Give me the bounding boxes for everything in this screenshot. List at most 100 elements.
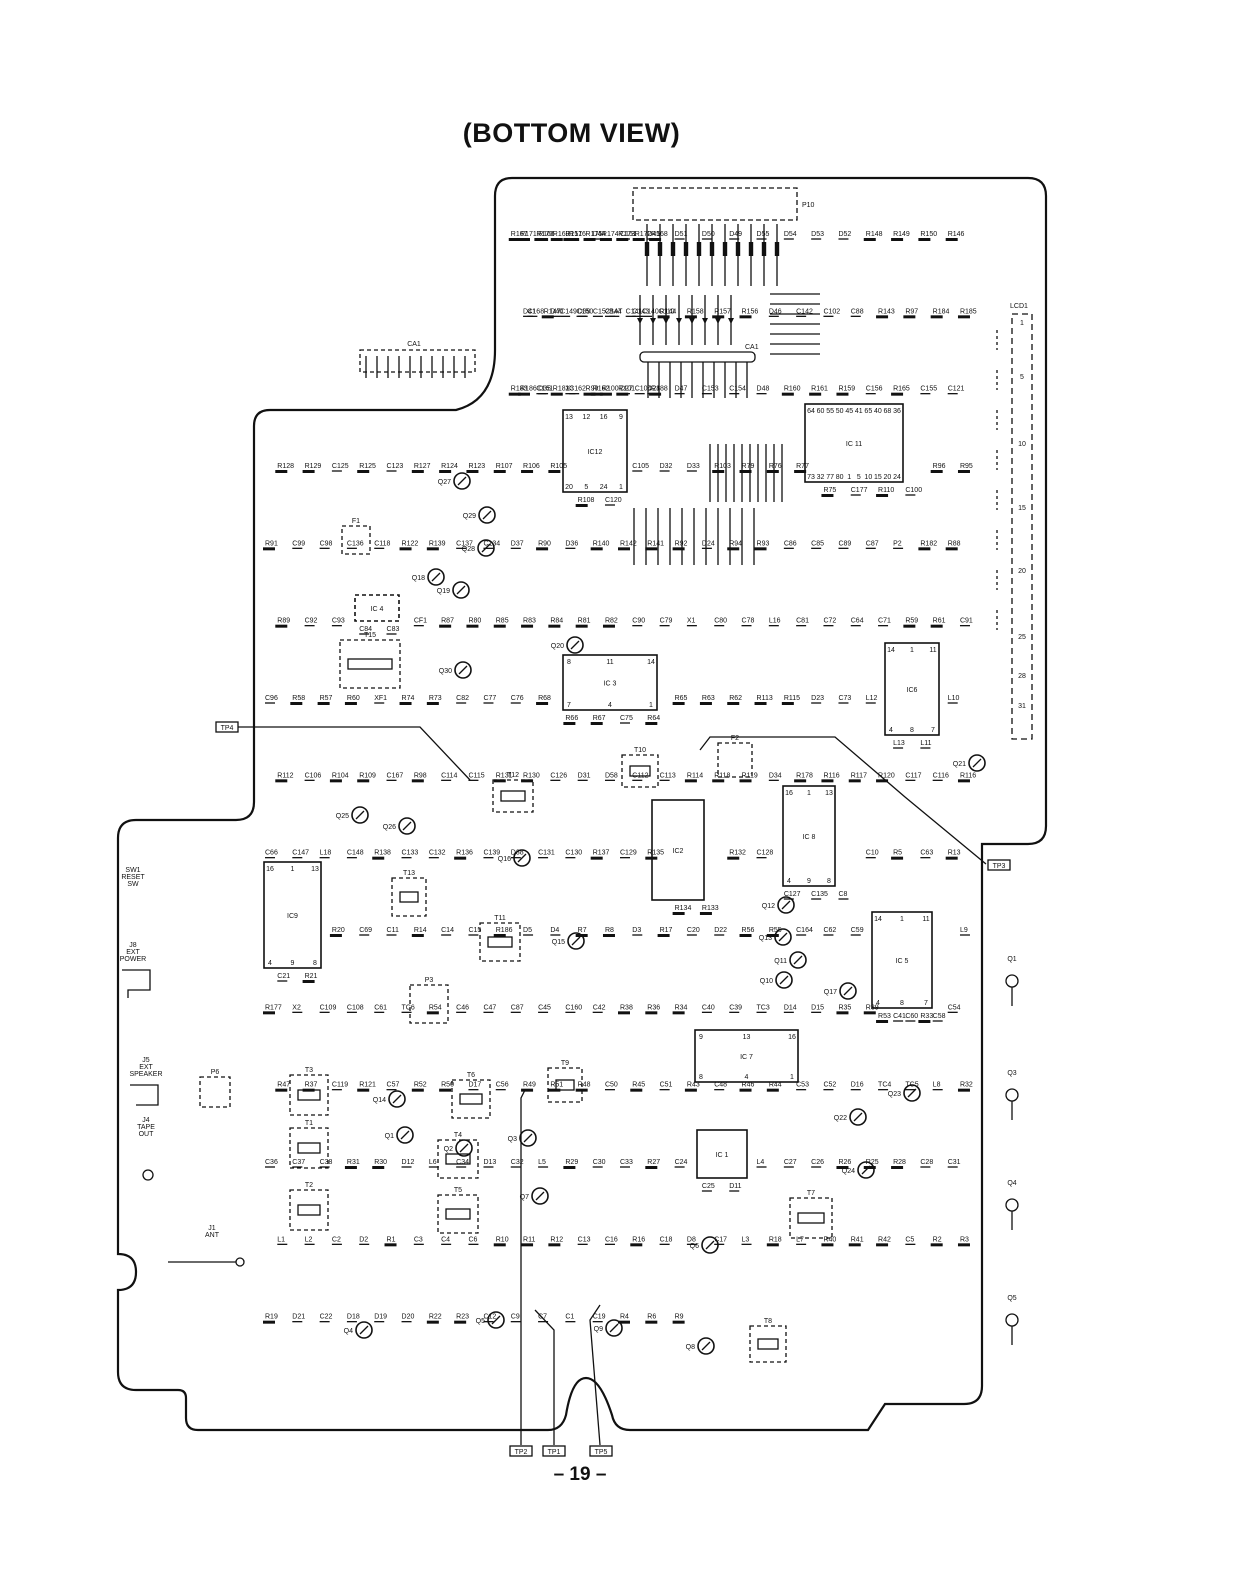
coil-winding <box>459 1093 483 1105</box>
component-label: R160 <box>781 386 801 396</box>
component-ref: C58 <box>933 1013 946 1020</box>
component-label: D45 <box>647 231 660 240</box>
resistor-symbol <box>411 779 424 783</box>
component-label: L13 <box>893 740 905 749</box>
board-outline <box>116 176 1048 1432</box>
component-ref: C105 <box>632 463 649 470</box>
transistor-mark <box>392 1094 402 1104</box>
component-label: R125 <box>357 463 376 473</box>
coil-can <box>437 1139 479 1179</box>
resistor-symbol <box>508 392 521 396</box>
resistor-symbol <box>945 547 958 551</box>
resistor-symbol <box>618 1320 630 1324</box>
resistor-symbol <box>918 1020 931 1023</box>
resistor-symbol <box>263 547 275 551</box>
component-label: C121 <box>947 386 965 395</box>
resistor-symbol <box>541 315 554 319</box>
transistor-q30: Q30 <box>439 661 472 679</box>
transistor-body <box>777 896 795 914</box>
side-legend-pad <box>1005 1313 1019 1327</box>
component-label: R32 <box>957 1082 973 1092</box>
resistor-symbol <box>699 912 712 915</box>
resistor-symbol <box>550 238 563 241</box>
component-label: R138 <box>372 850 391 860</box>
component-ref: R41 <box>851 1236 864 1243</box>
component-ref: R166 <box>538 231 555 238</box>
component-label: R68 <box>536 695 551 705</box>
component-ref: L10 <box>948 695 960 702</box>
component-label: R63 <box>699 695 715 705</box>
ic-pin-label: 16 <box>785 790 793 797</box>
component-ref: C76 <box>511 695 524 702</box>
ic-pin-label: 4 <box>889 727 893 734</box>
coil-winding <box>629 765 651 777</box>
component-ref: R118 <box>714 772 730 779</box>
component-label: C118 <box>374 540 391 549</box>
component-label: R92 <box>672 540 688 551</box>
component-ref: C13 <box>578 1236 591 1243</box>
component-label: D5 <box>523 927 534 936</box>
component-label: R181 <box>550 386 570 396</box>
transistor-body <box>355 1321 373 1339</box>
component-ref: R26 <box>838 1159 851 1166</box>
coil-f1: F1 <box>341 518 371 555</box>
component-label: D36 <box>565 540 578 549</box>
component-ref: R80 <box>468 618 481 625</box>
component-ref: R186 <box>520 386 537 393</box>
resistor-symbol <box>548 624 561 628</box>
transistor-label: Q26 <box>383 824 396 831</box>
resistor-symbol <box>317 702 330 705</box>
resistor-symbol <box>672 1320 685 1324</box>
component-ref: R76 <box>769 463 782 470</box>
transistor-label: Q7 <box>520 1194 529 1201</box>
coil-label: T5 <box>454 1187 462 1194</box>
coil-label: T15 <box>364 632 376 639</box>
ic-pin-label: 1 <box>847 474 851 481</box>
component-ref: R22 <box>429 1314 442 1321</box>
component-label: C62 <box>823 927 836 936</box>
component-ref: R7 <box>578 927 587 934</box>
component-ref: C112 <box>632 772 648 779</box>
component-ref: R51 <box>550 1082 563 1089</box>
component-ref: R172 <box>635 231 652 238</box>
component-label: C78 <box>741 618 754 627</box>
component-label: D46 <box>768 308 782 317</box>
ic-pin-label: 7 <box>924 1000 928 1007</box>
component-label: R165 <box>891 386 910 396</box>
resistor-symbol <box>754 547 767 551</box>
component-ref: R110 <box>878 487 894 494</box>
component-label: C56 <box>495 1082 509 1091</box>
component-ref: R168 <box>651 231 668 238</box>
ic-pin-label: 60 <box>817 408 825 415</box>
component-label: R65 <box>672 695 688 705</box>
ic-pin-label: 11 <box>606 659 613 666</box>
side-legend-q4: Q4 <box>1005 1180 1019 1230</box>
transistor-mark <box>491 1315 501 1325</box>
component-label: X1 <box>686 618 697 627</box>
transistor-body <box>968 754 986 772</box>
component-ref: R133 <box>702 905 719 912</box>
component-label: C156 <box>865 386 883 395</box>
component-label: C142 <box>796 308 813 317</box>
component-label: R38 <box>618 1004 633 1015</box>
component-ref: C142 <box>796 308 813 315</box>
resistor-symbol <box>466 470 479 473</box>
component-ref: C84 <box>359 626 372 633</box>
connector-ca1-center: CA1 <box>639 344 759 398</box>
component-label: R26 <box>836 1159 851 1169</box>
component-ref: C9 <box>511 1314 520 1321</box>
component-label: C91 <box>959 618 973 627</box>
component-ref: R61 <box>933 618 946 625</box>
component-ref: R116 <box>960 772 976 779</box>
component-ref: R79 <box>742 463 755 470</box>
transistor-q26: Q26 <box>383 817 416 835</box>
component-ref: L7 <box>796 1236 804 1243</box>
resistor-symbol <box>454 856 467 860</box>
component-label: R87 <box>439 618 454 628</box>
component-label: C33 <box>620 1159 633 1168</box>
resistor-symbol <box>794 470 807 473</box>
transistor-label: Q19 <box>437 588 450 595</box>
component-label: R117 <box>848 772 867 783</box>
component-label: R29 <box>563 1159 578 1169</box>
component-label: D24 <box>701 540 715 549</box>
